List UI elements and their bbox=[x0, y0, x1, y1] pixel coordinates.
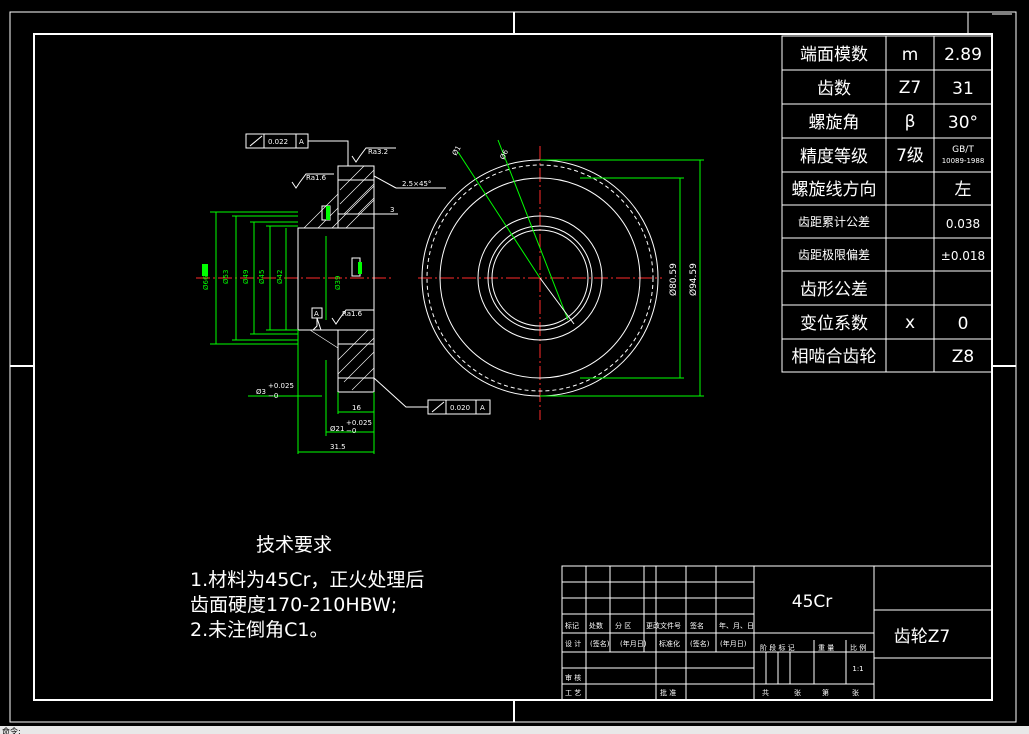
param-name: 齿距极限偏差 bbox=[798, 247, 870, 262]
title-block: 45Cr 齿轮Z7 1:1 标记 处数 分 区 更改文件号 签名 年、月、日 设… bbox=[561, 565, 993, 701]
svg-text:处数: 处数 bbox=[589, 621, 603, 630]
svg-text:阶 段 标 记: 阶 段 标 记 bbox=[760, 643, 795, 652]
dim-d8059: Ø80.59 bbox=[668, 263, 679, 296]
chamfer-note: 2.5×45° bbox=[402, 180, 431, 188]
param-value: 2.89 bbox=[944, 45, 982, 65]
svg-text:设 计: 设 计 bbox=[565, 639, 581, 648]
tech-line-2: 齿面硬度170-210HBW; bbox=[190, 594, 397, 616]
param-name: 变位系数 bbox=[800, 314, 868, 334]
dim-d9459: Ø94.59 bbox=[688, 263, 699, 296]
roughness-ra16-bottom: Ra1.6 bbox=[342, 310, 363, 318]
dim-len315: 31.5 bbox=[330, 443, 346, 451]
svg-text:批 准: 批 准 bbox=[660, 688, 676, 697]
param-symbol: 7级 bbox=[896, 146, 924, 166]
dim-len3: 3 bbox=[390, 206, 394, 214]
dim-d53: Ø53 bbox=[222, 270, 230, 284]
param-value: 左 bbox=[955, 180, 972, 200]
svg-text:标记: 标记 bbox=[565, 621, 579, 630]
tolerance-frame-bottom: 0.020 A bbox=[373, 377, 491, 415]
param-symbol: Z7 bbox=[899, 78, 921, 98]
command-line-bar[interactable] bbox=[0, 726, 1029, 734]
svg-text:0.022: 0.022 bbox=[268, 138, 288, 146]
svg-text:A: A bbox=[480, 404, 485, 412]
svg-text:(签名): (签名) bbox=[590, 639, 610, 648]
svg-text:比 例: 比 例 bbox=[850, 643, 866, 652]
command-prompt: 命令: bbox=[2, 726, 21, 734]
part-name: 齿轮Z7 bbox=[894, 627, 950, 647]
dim-d21: Ø21 bbox=[330, 425, 344, 433]
dim-d3-lower: −0 bbox=[268, 392, 278, 400]
technical-requirements: 技术要求 1.材料为45Cr，正火处理后 齿面硬度170-210HBW; 2.未… bbox=[190, 534, 424, 641]
param-value: ±0.018 bbox=[941, 249, 985, 263]
scale-value: 1:1 bbox=[852, 665, 863, 673]
param-name: 相啮合齿轮 bbox=[792, 347, 877, 367]
tolerance-frame-top: 0.022 A bbox=[245, 133, 349, 166]
tech-title: 技术要求 bbox=[256, 534, 332, 556]
svg-text:(签名): (签名) bbox=[690, 639, 710, 648]
param-name: 精度等级 bbox=[800, 147, 868, 167]
dim-d21-upper: +0.025 bbox=[346, 419, 372, 427]
param-name: 螺旋线方向 bbox=[792, 180, 877, 200]
dim-d3: Ø3 bbox=[256, 388, 266, 396]
datum-label: A bbox=[314, 310, 319, 318]
svg-text:工 艺: 工 艺 bbox=[565, 689, 581, 697]
param-value: Z8 bbox=[952, 347, 974, 367]
dim-d49: Ø49 bbox=[242, 270, 250, 284]
svg-text:张: 张 bbox=[852, 688, 859, 697]
svg-text:共: 共 bbox=[762, 688, 769, 697]
param-value: 31 bbox=[952, 79, 974, 99]
dim-len16: 16 bbox=[352, 404, 361, 412]
param-name: 端面模数 bbox=[800, 45, 868, 65]
svg-text:张: 张 bbox=[794, 688, 801, 697]
param-value: GB/T bbox=[952, 145, 974, 155]
sheet-border bbox=[9, 11, 1017, 723]
param-value: 30° bbox=[948, 113, 978, 133]
svg-text:签名: 签名 bbox=[690, 621, 704, 630]
svg-text:(年月日): (年月日) bbox=[720, 639, 747, 648]
svg-text:更改文件号: 更改文件号 bbox=[646, 621, 681, 630]
dim-d45: Ø45 bbox=[258, 270, 266, 284]
roughness-ra32: Ra3.2 bbox=[368, 148, 388, 156]
dim-d66: Ø66 bbox=[202, 275, 210, 290]
svg-text:年、月、日: 年、月、日 bbox=[719, 621, 754, 630]
param-name: 齿数 bbox=[817, 79, 851, 99]
dim-d39: Ø39 bbox=[334, 276, 342, 290]
dim-d42: Ø42 bbox=[276, 270, 284, 284]
param-symbol: x bbox=[905, 313, 915, 333]
svg-text:(年月日): (年月日) bbox=[620, 639, 647, 648]
svg-text:A: A bbox=[299, 138, 304, 146]
param-symbol: β bbox=[905, 112, 916, 132]
gear-parameter-table: 端面模数 m 2.89 齿数 Z7 31 螺旋角 β 30° 精度等级 7级 G… bbox=[781, 35, 993, 373]
param-symbol: m bbox=[902, 45, 919, 65]
dim-d3-upper: +0.025 bbox=[268, 382, 294, 390]
param-value: 0.038 bbox=[946, 217, 980, 231]
svg-text:第: 第 bbox=[822, 688, 829, 697]
param-name: 螺旋角 bbox=[809, 113, 860, 133]
svg-text:审 核: 审 核 bbox=[565, 673, 581, 682]
svg-text:分 区: 分 区 bbox=[615, 621, 631, 630]
roughness-ra16-top: Ra1.6 bbox=[306, 174, 327, 182]
dim-phi-b: Ø6 bbox=[499, 148, 511, 161]
param-name: 齿形公差 bbox=[800, 280, 868, 300]
param-value-standard: 10089-1988 bbox=[942, 157, 985, 165]
front-view[interactable]: Ø1 Ø6 Ø80.59 Ø94.59 bbox=[418, 139, 704, 420]
svg-text:0.020: 0.020 bbox=[450, 404, 470, 412]
param-name: 齿距累计公差 bbox=[798, 215, 870, 229]
tech-line-3: 2.未注倒角C1。 bbox=[190, 619, 328, 641]
dim-d21-lower: −0 bbox=[346, 427, 356, 435]
param-value: 0 bbox=[958, 314, 969, 334]
material: 45Cr bbox=[792, 592, 833, 612]
section-view[interactable]: Ø66 Ø53 Ø49 Ø45 Ø42 Ø39 16 31.5 Ø21 +0.0… bbox=[196, 133, 491, 454]
svg-text:重 量: 重 量 bbox=[818, 644, 834, 652]
tech-line-1: 1.材料为45Cr，正火处理后 bbox=[190, 569, 424, 591]
dim-phi-a: Ø1 bbox=[451, 144, 463, 157]
svg-text:标准化: 标准化 bbox=[659, 639, 680, 648]
